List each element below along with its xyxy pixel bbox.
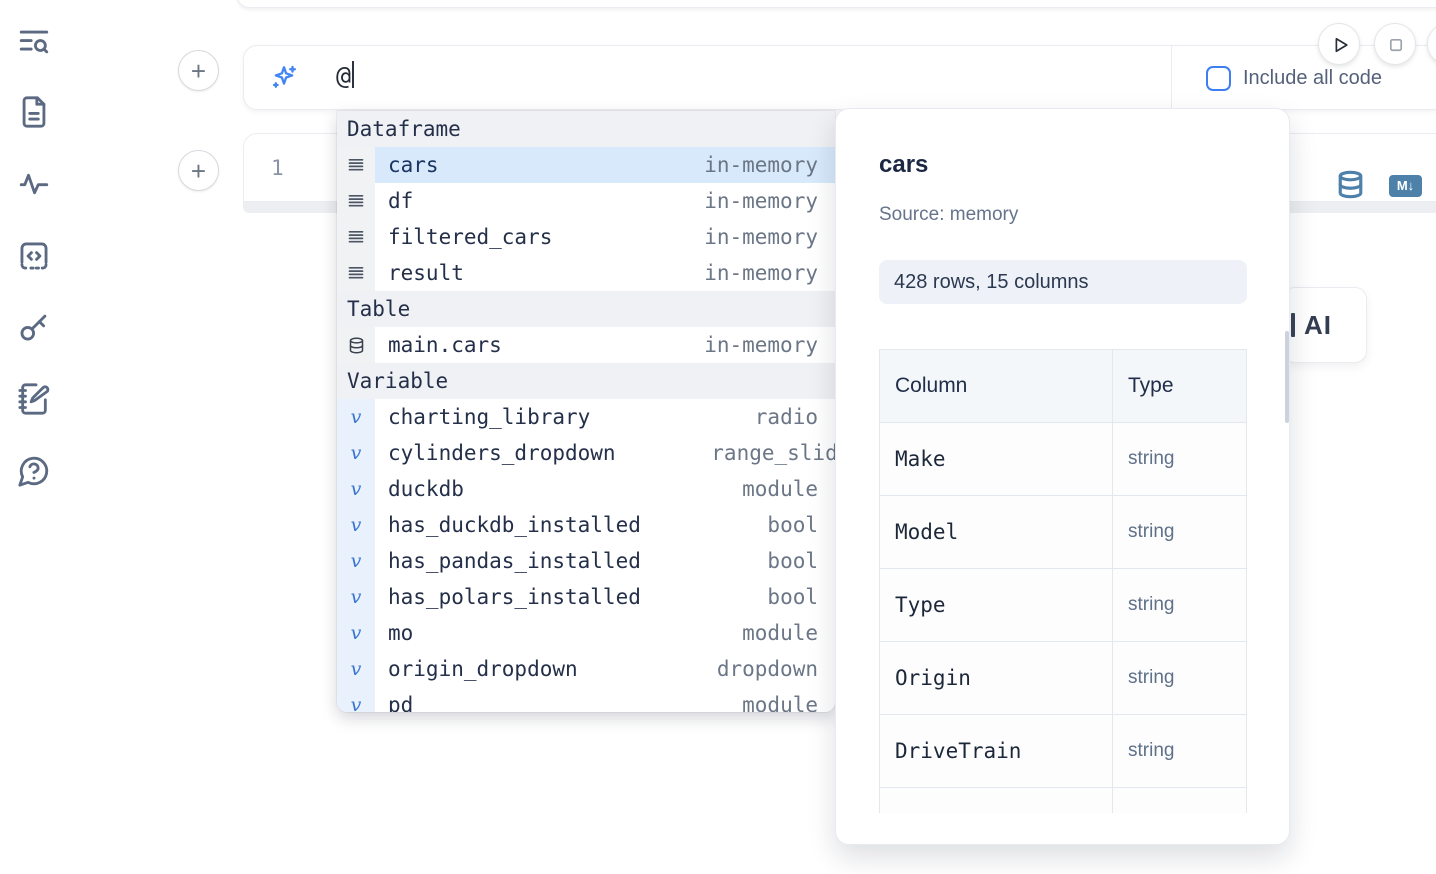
schema-row: Make string bbox=[879, 422, 1247, 496]
variable-icon: v bbox=[350, 478, 362, 500]
autocomplete-row[interactable]: v mo module bbox=[337, 615, 835, 651]
activity-icon[interactable] bbox=[17, 165, 55, 203]
file-explorer-search-icon[interactable] bbox=[17, 23, 55, 61]
variable-icon: v bbox=[350, 406, 362, 428]
stop-cell-button[interactable] bbox=[1374, 23, 1416, 65]
ai-prompt-card[interactable]: @ Include all code bbox=[243, 45, 1436, 110]
ai-prompt-input[interactable]: @ bbox=[336, 61, 355, 90]
rows-icon bbox=[348, 158, 364, 171]
include-all-code-label[interactable]: Include all code bbox=[1243, 66, 1382, 89]
autocomplete-row[interactable]: v duckdb module bbox=[337, 471, 835, 507]
code-snippets-icon[interactable] bbox=[17, 237, 55, 275]
run-cell-button[interactable] bbox=[1318, 23, 1360, 65]
table-database-icon bbox=[349, 337, 363, 353]
markdown-convert-icon[interactable]: M↓ bbox=[1389, 175, 1422, 197]
preview-source: Source: memory bbox=[879, 204, 1019, 225]
variable-icon: v bbox=[350, 514, 362, 536]
autocomplete-row[interactable]: v cars in-memory bbox=[337, 147, 835, 183]
generate-with-ai-button[interactable]: AI bbox=[1283, 287, 1367, 363]
autocomplete-row[interactable]: v main.cars in-memory bbox=[337, 327, 835, 363]
dataframe-preview-popover: cars Source: memory 428 rows, 15 columns… bbox=[835, 108, 1290, 845]
clipped-letter bbox=[1291, 313, 1295, 337]
preview-title: cars bbox=[879, 151, 929, 178]
file-text-icon[interactable] bbox=[17, 93, 55, 131]
schema-row: DriveTrain string bbox=[879, 714, 1247, 788]
autocomplete-row[interactable]: v Variable bbox=[337, 363, 835, 399]
schema-table: Column Type Make string Model string Typ… bbox=[879, 349, 1247, 813]
rows-icon bbox=[348, 194, 364, 207]
rows-icon bbox=[348, 230, 364, 243]
include-all-code-checkbox[interactable] bbox=[1206, 65, 1231, 91]
help-chat-icon[interactable] bbox=[17, 452, 55, 490]
left-sidebar bbox=[0, 0, 72, 874]
autocomplete-row[interactable]: v has_polars_installed bool bbox=[337, 579, 835, 615]
autocomplete-row[interactable]: v Dataframe bbox=[337, 111, 835, 147]
variable-icon: v bbox=[350, 694, 362, 712]
line-number: 1 bbox=[271, 156, 284, 180]
variable-icon: v bbox=[350, 586, 362, 608]
divider bbox=[1171, 46, 1172, 110]
variable-icon: v bbox=[350, 658, 362, 680]
variable-icon: v bbox=[350, 622, 362, 644]
column-header: Column bbox=[879, 349, 1113, 423]
preview-shape-badge: 428 rows, 15 columns bbox=[879, 260, 1247, 304]
autocomplete-row[interactable]: v cylinders_dropdown range_slider bbox=[337, 435, 835, 471]
schema-table-wrap: Column Type Make string Model string Typ… bbox=[879, 349, 1248, 813]
variable-icon: v bbox=[350, 442, 362, 464]
autocomplete-row[interactable]: v df in-memory bbox=[337, 183, 835, 219]
previous-cell-edge bbox=[237, 0, 1436, 8]
autocomplete-row[interactable]: v Table bbox=[337, 291, 835, 327]
schema-row: Model string bbox=[879, 495, 1247, 569]
autocomplete-row[interactable]: v pd module bbox=[337, 687, 835, 712]
autocomplete-row[interactable]: v result in-memory bbox=[337, 255, 835, 291]
play-icon bbox=[1335, 37, 1348, 52]
add-cell-above-button[interactable]: + bbox=[178, 50, 219, 91]
datasource-icon[interactable] bbox=[1336, 170, 1365, 199]
scratchpad-icon[interactable] bbox=[17, 380, 55, 418]
autocomplete-row[interactable]: v charting_library radio bbox=[337, 399, 835, 435]
schema-row bbox=[879, 787, 1247, 813]
sparkles-icon bbox=[270, 64, 298, 92]
autocomplete-dropdown: v Dataframe v cars in-memory bbox=[337, 111, 835, 712]
autocomplete-row[interactable]: v has_pandas_installed bool bbox=[337, 543, 835, 579]
schema-header-row: Column Type bbox=[879, 349, 1247, 423]
stop-icon bbox=[1389, 38, 1402, 51]
autocomplete-row[interactable]: v origin_dropdown dropdown bbox=[337, 651, 835, 687]
popover-scrollbar[interactable] bbox=[1285, 331, 1289, 423]
rows-icon bbox=[348, 266, 364, 279]
type-header: Type bbox=[1112, 349, 1247, 423]
autocomplete-row[interactable]: v has_duckdb_installed bool bbox=[337, 507, 835, 543]
key-icon[interactable] bbox=[17, 308, 55, 346]
autocomplete-row[interactable]: v filtered_cars in-memory bbox=[337, 219, 835, 255]
schema-row: Origin string bbox=[879, 641, 1247, 715]
text-caret bbox=[352, 61, 355, 88]
schema-row: Type string bbox=[879, 568, 1247, 642]
add-cell-below-button[interactable]: + bbox=[178, 150, 219, 191]
variable-icon: v bbox=[350, 550, 362, 572]
